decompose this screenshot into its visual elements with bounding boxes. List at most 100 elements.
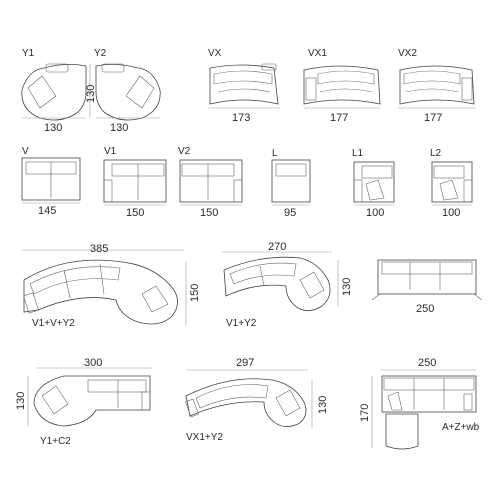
module-l1-width: 100	[366, 207, 384, 219]
module-v: V 145	[21, 146, 81, 217]
module-v1-name: V1	[104, 146, 117, 157]
composition-c6-depth: 170	[359, 404, 371, 422]
composition-c2-name: V1+Y2	[226, 318, 257, 329]
module-vx1-name: VX1	[308, 48, 327, 59]
composition-c2: 270 130 V1+Y2	[222, 241, 353, 329]
module-v2-width: 150	[200, 207, 218, 219]
module-y2-name: Y2	[94, 48, 107, 59]
c5-body	[185, 378, 307, 427]
module-v-name: V	[22, 146, 29, 157]
vx1-arm	[305, 77, 317, 101]
l2-arm	[463, 179, 473, 203]
module-v1: V1 150	[103, 146, 167, 219]
module-vx-name: VX	[208, 48, 222, 59]
c1-divider-2	[99, 263, 105, 295]
c6-wedge-back	[463, 393, 473, 411]
c6-body	[381, 375, 477, 413]
c6-back	[383, 377, 475, 391]
l1-cushion	[365, 179, 385, 201]
l1-arm	[353, 179, 363, 203]
composition-c4-width: 300	[84, 357, 102, 369]
composition-c1-name: V1+V+Y2	[32, 318, 75, 329]
y-depth-value: 130	[85, 85, 97, 103]
c4-cushion	[41, 385, 69, 415]
module-vx2-width: 177	[424, 112, 442, 124]
v2-body	[179, 159, 243, 203]
c1-cushion	[141, 285, 169, 313]
c2-body	[223, 256, 331, 311]
vx1-back	[317, 70, 375, 85]
module-v2: V2 150	[178, 146, 243, 219]
l1-body	[353, 161, 395, 203]
l1-back	[361, 165, 393, 179]
composition-c3: 250	[371, 259, 483, 315]
l2-body	[431, 161, 473, 203]
v1-body	[103, 159, 167, 203]
l2-back	[433, 165, 465, 179]
composition-c1-depth: 150	[189, 284, 201, 302]
module-y1-width: 130	[44, 122, 62, 134]
composition-c5: 297 130 VX1+Y2	[185, 357, 329, 443]
c4-body	[33, 375, 151, 427]
vx-seam	[217, 88, 271, 93]
module-l2-name: L2	[430, 148, 442, 159]
vx2-seam	[405, 88, 459, 93]
y2-seat-shape	[95, 64, 161, 121]
composition-c5-depth: 130	[317, 396, 329, 414]
c3-back	[381, 261, 473, 275]
v1-arm	[103, 179, 113, 203]
vx1-body	[303, 65, 381, 105]
c4-back	[87, 379, 147, 393]
composition-c5-width: 297	[236, 357, 254, 369]
composition-c4: 300 130 Y1+C2	[15, 357, 152, 447]
composition-c6: 250 170 A+Z+wb	[359, 357, 480, 450]
y2-headrest	[101, 63, 125, 73]
y1-seat-shape	[21, 64, 87, 121]
l-back	[275, 163, 307, 177]
y1-cushion	[27, 75, 57, 109]
module-y2-width: 130	[110, 122, 128, 134]
composition-c6-name: A+Z+wb	[442, 422, 480, 433]
module-vx1-width: 177	[330, 112, 348, 124]
y2-cushion	[125, 75, 155, 109]
composition-c6-width: 250	[418, 357, 436, 369]
c6-ottoman	[385, 413, 419, 450]
module-vx1: VX1 177	[303, 48, 381, 124]
module-v2-name: V2	[178, 146, 191, 157]
composition-c1: 385 150 V1+V+Y2	[22, 243, 201, 329]
module-l2: L2 100	[430, 148, 473, 219]
vx2-back	[403, 70, 461, 85]
module-y1: Y1 130	[21, 48, 87, 134]
composition-c5-name: VX1+Y2	[186, 432, 223, 443]
y1-headrest	[45, 63, 69, 73]
module-vx: VX 173	[208, 48, 280, 124]
l-body	[271, 159, 311, 203]
composition-c2-width: 270	[268, 241, 286, 253]
c5-arm	[185, 398, 199, 418]
composition-c3-width: 250	[416, 303, 434, 315]
c1-arm	[23, 292, 39, 314]
c3-body	[377, 259, 477, 295]
module-l: L 95	[271, 148, 311, 219]
c4-arm	[141, 391, 151, 411]
l2-cushion	[439, 179, 459, 201]
c5-back	[195, 384, 269, 409]
composition-c4-name: Y1+C2	[40, 436, 71, 447]
vx-back	[213, 70, 273, 85]
vx1-seam	[319, 88, 373, 93]
module-y1-name: Y1	[22, 48, 35, 59]
c2-cushion	[299, 271, 325, 299]
composition-c1-width: 385	[90, 243, 108, 255]
vx-body	[209, 64, 279, 105]
v2-arm	[233, 179, 243, 203]
module-v-width: 145	[38, 205, 56, 217]
c3-leg-right	[473, 293, 483, 301]
c1-divider-1	[63, 269, 71, 299]
c2-divider	[259, 265, 265, 287]
c3-leg-left	[371, 293, 381, 301]
module-vx2-name: VX2	[398, 48, 417, 59]
c1-body	[23, 259, 178, 325]
module-l-width: 95	[284, 207, 296, 219]
